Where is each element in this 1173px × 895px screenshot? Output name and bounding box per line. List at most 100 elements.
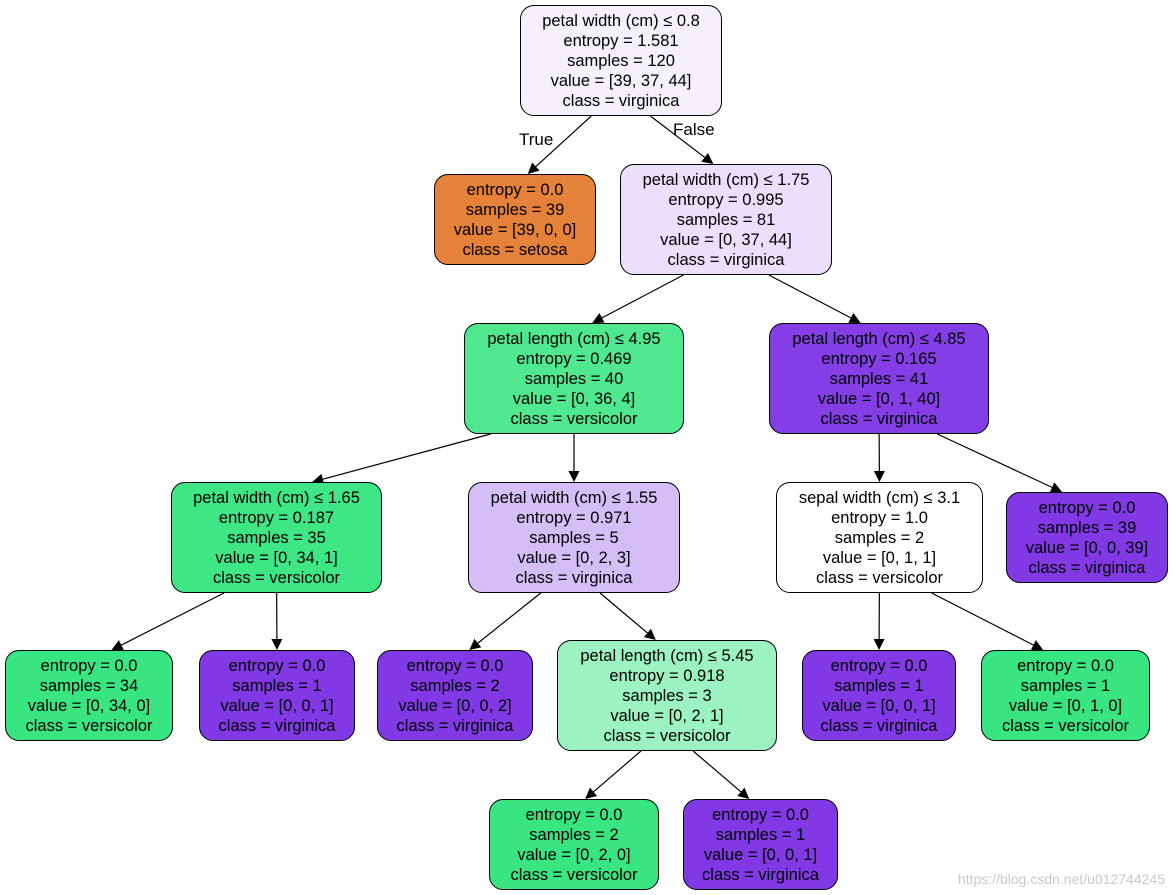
node-line: entropy = 1.0	[831, 508, 928, 527]
node-line: class = virginica	[702, 865, 819, 884]
edge-arrowhead	[701, 152, 714, 164]
edge-arrowhead	[848, 313, 861, 323]
edge-line	[599, 592, 648, 634]
edge-line	[692, 750, 742, 793]
edge-arrowhead	[1030, 640, 1044, 650]
edge-arrowhead	[592, 313, 605, 323]
node-line: samples = 2	[529, 825, 619, 844]
node-line: class = virginica	[1028, 558, 1146, 577]
tree-node-split: petal length (cm) ≤ 4.85 entropy = 0.165…	[769, 323, 989, 434]
edge-line	[650, 115, 706, 158]
node-line: samples = 1	[1020, 676, 1111, 695]
edge-line	[322, 433, 491, 480]
node-line: samples = 2	[410, 676, 500, 695]
tree-node-split: sepal width (cm) ≤ 3.1 entropy = 1.0 sam…	[776, 482, 983, 593]
node-line: class = versicolor	[603, 726, 731, 745]
node-line: class = setosa	[462, 240, 568, 259]
node-line: value = [0, 0, 2]	[398, 696, 512, 715]
node-line: entropy = 0.0	[40, 656, 138, 675]
tree-node-leaf-versicolor: entropy = 0.0 samples = 34 value = [0, 3…	[5, 650, 173, 741]
node-line: samples = 120	[567, 51, 675, 70]
node-line: petal length (cm) ≤ 4.85	[792, 329, 966, 348]
edge-line	[768, 274, 852, 319]
tree-node-root: petal width (cm) ≤ 0.8 entropy = 1.581 s…	[520, 5, 722, 116]
node-line: sepal width (cm) ≤ 3.1	[798, 488, 961, 507]
tree-node-split: petal width (cm) ≤ 1.75 entropy = 0.995 …	[620, 164, 832, 275]
node-line: samples = 81	[676, 210, 776, 229]
edge-line	[535, 115, 592, 168]
node-line: entropy = 0.469	[516, 349, 632, 368]
edge-line	[593, 750, 642, 793]
edge-line	[477, 592, 542, 644]
node-line: class = versicolor	[816, 568, 943, 587]
node-line: class = virginica	[218, 716, 336, 735]
edge-arrowhead	[271, 638, 283, 650]
node-line: class = versicolor	[213, 568, 340, 587]
node-line: samples = 1	[715, 825, 806, 844]
tree-node-split: petal width (cm) ≤ 1.65 entropy = 0.187 …	[171, 482, 382, 593]
node-line: entropy = 1.581	[563, 31, 679, 50]
edge-line	[931, 592, 1034, 646]
node-line: class = virginica	[562, 91, 680, 110]
tree-node-split: petal length (cm) ≤ 5.45 entropy = 0.918…	[557, 640, 777, 751]
edge-arrowhead	[643, 628, 656, 640]
node-line: entropy = 0.995	[668, 190, 784, 209]
node-line: class = virginica	[667, 250, 785, 269]
node-line: class = virginica	[820, 409, 938, 428]
node-line: value = [0, 34, 0]	[27, 696, 151, 715]
tree-node-leaf-virginica: entropy = 0.0 samples = 2 value = [0, 0,…	[377, 650, 533, 741]
node-line: value = [39, 0, 0]	[453, 220, 577, 239]
edge-arrowhead	[873, 638, 885, 650]
node-line: value = [0, 0, 1]	[220, 696, 334, 715]
watermark-url: https://blog.csdn.net/u012744245	[957, 871, 1165, 887]
tree-node-leaf-virginica: entropy = 0.0 samples = 1 value = [0, 0,…	[199, 650, 355, 741]
edge-arrowhead	[469, 638, 482, 650]
node-line: class = versicolor	[510, 409, 638, 428]
tree-node-leaf-setosa: entropy = 0.0 samples = 39 value = [39, …	[434, 174, 596, 265]
node-line: petal length (cm) ≤ 4.95	[487, 329, 661, 348]
edge-line	[121, 592, 225, 646]
node-line: value = [0, 1, 40]	[817, 389, 941, 408]
tree-node-split: petal width (cm) ≤ 1.55 entropy = 0.971 …	[468, 482, 680, 593]
edge-arrowhead	[527, 162, 540, 174]
node-line: samples = 2	[834, 528, 925, 547]
edge-arrowhead	[873, 470, 885, 482]
tree-node-leaf-virginica: entropy = 0.0 samples = 1 value = [0, 0,…	[683, 799, 838, 890]
node-line: class = versicolor	[1002, 716, 1129, 735]
node-line: value = [0, 2, 1]	[610, 706, 724, 725]
node-line: petal length (cm) ≤ 5.45	[580, 646, 754, 665]
node-line: samples = 39	[1037, 518, 1137, 537]
node-line: entropy = 0.0	[406, 656, 504, 675]
node-line: petal width (cm) ≤ 1.55	[490, 488, 658, 507]
node-line: value = [0, 2, 3]	[517, 548, 631, 567]
node-line: class = virginica	[515, 568, 633, 587]
edge-arrowhead	[568, 471, 580, 482]
node-line: value = [0, 36, 4]	[512, 389, 636, 408]
node-line: value = [0, 0, 1]	[703, 845, 818, 864]
node-line: samples = 34	[39, 676, 139, 695]
tree-node-leaf-versicolor: entropy = 0.0 samples = 2 value = [0, 2,…	[489, 799, 659, 890]
edge-arrowhead	[111, 640, 124, 650]
node-line: samples = 1	[834, 676, 924, 695]
node-line: value = [39, 37, 44]	[550, 71, 692, 90]
tree-node-leaf-virginica: entropy = 0.0 samples = 39 value = [0, 0…	[1006, 492, 1168, 583]
node-line: entropy = 0.187	[218, 508, 335, 527]
edge-line	[601, 274, 684, 319]
node-line: entropy = 0.0	[712, 805, 809, 824]
node-line: samples = 5	[529, 528, 619, 547]
tree-node-leaf-virginica: entropy = 0.0 samples = 1 value = [0, 0,…	[802, 650, 956, 741]
node-line: value = [0, 1, 1]	[822, 548, 937, 567]
node-line: samples = 41	[829, 369, 929, 388]
node-line: value = [0, 37, 44]	[660, 230, 792, 249]
edge-arrowhead	[312, 473, 325, 485]
node-line: entropy = 0.0	[830, 656, 928, 675]
node-line: entropy = 0.0	[466, 180, 564, 199]
node-line: entropy = 0.918	[609, 666, 725, 685]
tree-node-leaf-versicolor: entropy = 0.0 samples = 1 value = [0, 1,…	[981, 650, 1150, 741]
node-line: entropy = 0.165	[821, 349, 937, 368]
node-line: samples = 1	[232, 676, 322, 695]
node-line: value = [0, 0, 1]	[822, 696, 936, 715]
node-line: entropy = 0.0	[1038, 498, 1136, 517]
